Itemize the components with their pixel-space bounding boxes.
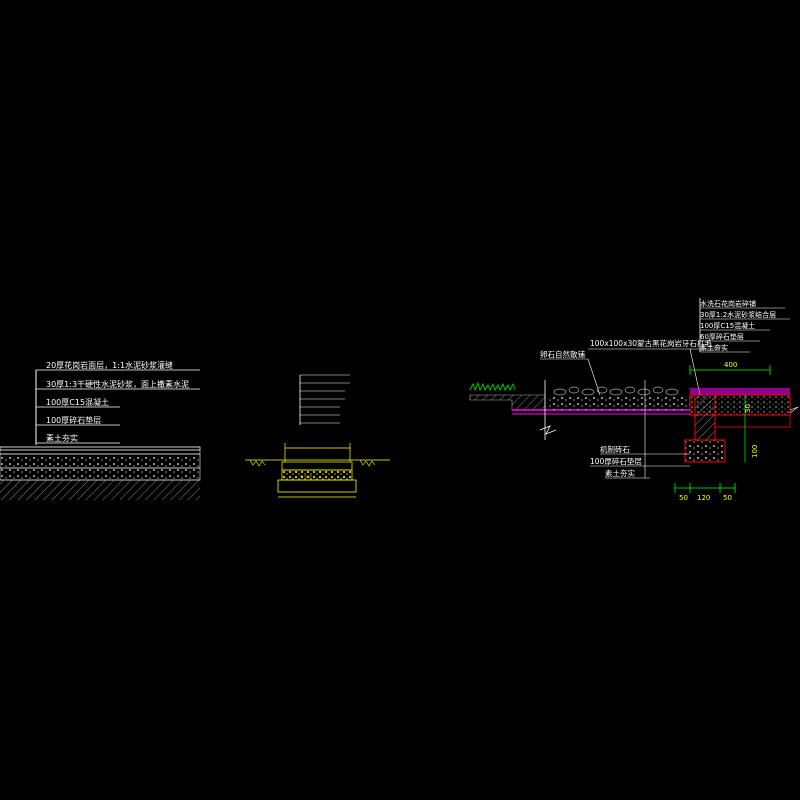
detail-1-label-2: 30厚1:3干硬性水泥砂浆，面上撒素水泥 — [46, 379, 189, 389]
detail-3-dim-bottom-2: 120 — [697, 494, 710, 502]
detail-3-pebble-label: 卵石自然散铺 — [540, 349, 585, 359]
compacted-soil — [0, 480, 200, 500]
detail-3-dim-400: 400 — [724, 361, 737, 369]
detail-2-label-lines — [300, 374, 350, 424]
detail-2-small-section: ▽ ▽ ▽ — [245, 374, 390, 498]
magenta-paving-top — [690, 388, 790, 395]
detail-1-label-1: 20厚花岗岩面层，1:1水泥砂浆灌缝 — [46, 360, 173, 370]
detail-3-top-label-4: 60厚碎石垫层 — [700, 332, 744, 341]
detail-3-top-label-3: 100厚C15混凝土 — [700, 321, 755, 330]
lawn-soil — [469, 394, 546, 411]
pebble-band — [548, 386, 690, 410]
detail-3-top-label-2: 30厚1:2水泥砂浆结合层 — [700, 310, 776, 319]
detail-2-gravel — [281, 469, 353, 481]
detail-1-label-4: 100厚碎石垫层 — [46, 415, 101, 425]
detail-2-base — [277, 479, 357, 493]
detail-3-curb-section: 水洗石花岗岩碎铺 30厚1:2水泥砂浆结合层 100厚C15混凝土 60厚碎石垫… — [469, 298, 799, 502]
detail-3-bottom-label-3: 素土夯实 — [605, 468, 635, 478]
grass-left — [469, 381, 516, 392]
granite-layer — [0, 446, 201, 451]
detail-3-top-label-5: 素土夯实 — [700, 343, 728, 352]
detail-1-label-3: 100厚C15混凝土 — [46, 397, 109, 407]
detail-3-top-label-lines — [700, 307, 790, 353]
detail-3-dim-30: 30 — [744, 404, 752, 413]
curb-stone — [694, 394, 716, 441]
detail-2-inline-mark: ▽ ▽ ▽ — [300, 474, 313, 479]
detail-1-paving-section: 20厚花岗岩面层，1:1水泥砂浆灌缝 30厚1:3干硬性水泥砂浆，面上撒素水泥 … — [0, 360, 201, 500]
detail-3-bracket-label: 100x100x30蒙古黑花岗岩牙石打毛 — [590, 338, 713, 348]
detail-3-bottom-label-2: 100厚碎石垫层 — [590, 456, 642, 466]
detail-3-bottom-label-1: 机制砖石 — [600, 444, 630, 454]
concrete-layer — [0, 453, 201, 469]
detail-3-dim-100: 100 — [751, 445, 759, 458]
detail-3-bottom-label-lines — [590, 453, 690, 479]
detail-1-label-lines — [36, 369, 200, 444]
detail-3-dim-bottom-3: 50 — [723, 494, 732, 502]
gravel-layer — [0, 467, 201, 481]
detail-3-top-label-1: 水洗石花岗岩碎铺 — [700, 299, 756, 308]
curb-footing — [684, 439, 726, 463]
mortar-layer — [0, 449, 201, 455]
detail-3-dim-bottom-1: 50 — [679, 494, 688, 502]
detail-1-label-5: 素土夯实 — [46, 433, 78, 443]
